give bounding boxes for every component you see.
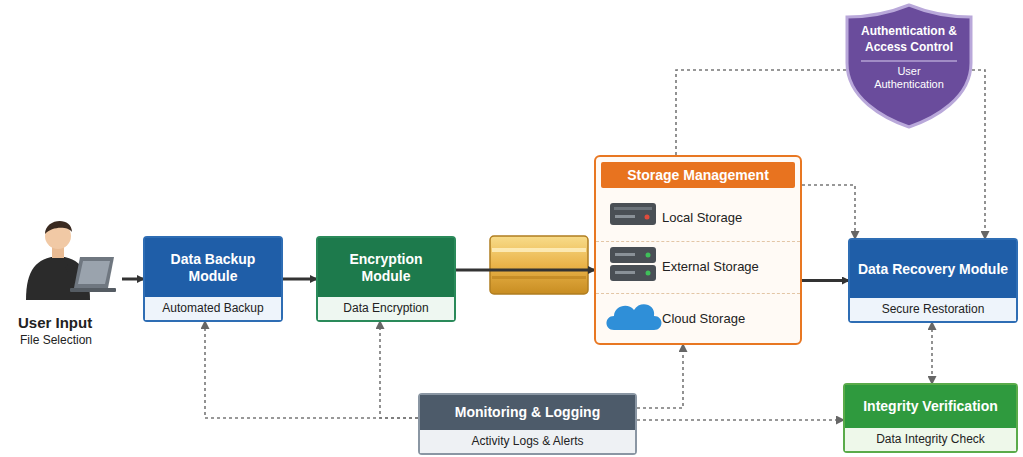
storage-option: Local Storage <box>596 195 800 239</box>
flow-arrow <box>456 269 594 272</box>
storage-option: Cloud Storage <box>596 293 800 343</box>
box-subtitle: Activity Logs & Alerts <box>471 434 583 449</box>
box-subtitle: Data Encryption <box>343 301 428 316</box>
box-title: Integrity Verification <box>863 398 998 415</box>
shield-subtitle: User Authentication <box>865 65 953 91</box>
process-box: Data Backup ModuleAutomated Backup <box>143 236 283 322</box>
box-body: Automated Backup <box>145 297 281 320</box>
box-title: Data Recovery Module <box>858 261 1008 278</box>
dotted-connector <box>205 322 418 418</box>
storage-group: Storage ManagementLocal StorageExternal … <box>594 155 802 345</box>
box-header: Integrity Verification <box>845 385 1016 428</box>
box-body: Data Encryption <box>318 297 454 320</box>
box-header: Data Backup Module <box>145 238 281 297</box>
box-subtitle: Data Integrity Check <box>876 432 985 447</box>
security-shield: Authentication & Access ControlUser Auth… <box>843 3 975 129</box>
input-subtitle: File Selection <box>10 332 92 348</box>
box-subtitle: Secure Restoration <box>882 302 985 317</box>
box-title: Data Backup Module <box>151 251 275 285</box>
process-box: Data Recovery ModuleSecure Restoration <box>848 238 1018 323</box>
data-band <box>490 236 588 294</box>
dotted-connector <box>676 70 847 155</box>
group-header: Storage Management <box>601 162 795 188</box>
flow-arrow <box>802 279 848 282</box>
box-body: Activity Logs & Alerts <box>420 430 635 453</box>
dotted-connector <box>802 185 855 238</box>
dotted-connector <box>637 419 843 421</box>
user-input: User InputFile Selection <box>10 220 122 348</box>
box-title: Monitoring & Logging <box>455 404 600 421</box>
dotted-connector <box>931 323 933 383</box>
storage-label: External Storage <box>662 259 759 274</box>
box-header: Monitoring & Logging <box>420 395 635 430</box>
shield-title: Authentication & Access Control <box>857 23 961 55</box>
process-box: Encryption ModuleData Encryption <box>316 236 456 322</box>
process-box: Monitoring & LoggingActivity Logs & Aler… <box>418 393 637 455</box>
input-title: User Input <box>10 313 92 332</box>
person-figure <box>26 221 116 300</box>
storage-label: Cloud Storage <box>662 311 745 326</box>
flow-arrow <box>122 278 143 281</box>
process-box: Integrity VerificationData Integrity Che… <box>843 383 1018 453</box>
dotted-connector <box>637 345 683 408</box>
box-subtitle: Automated Backup <box>162 301 263 316</box>
storage-option: External Storage <box>596 241 800 291</box>
group-title: Storage Management <box>627 167 769 183</box>
flow-arrow <box>283 278 316 281</box>
box-body: Data Integrity Check <box>845 428 1016 451</box>
storage-label: Local Storage <box>662 210 742 225</box>
box-header: Encryption Module <box>318 238 454 297</box>
dotted-connector <box>380 322 418 418</box>
box-body: Secure Restoration <box>850 298 1016 321</box>
dotted-connector <box>972 70 985 238</box>
box-title: Encryption Module <box>324 251 448 285</box>
box-header: Data Recovery Module <box>850 240 1016 298</box>
